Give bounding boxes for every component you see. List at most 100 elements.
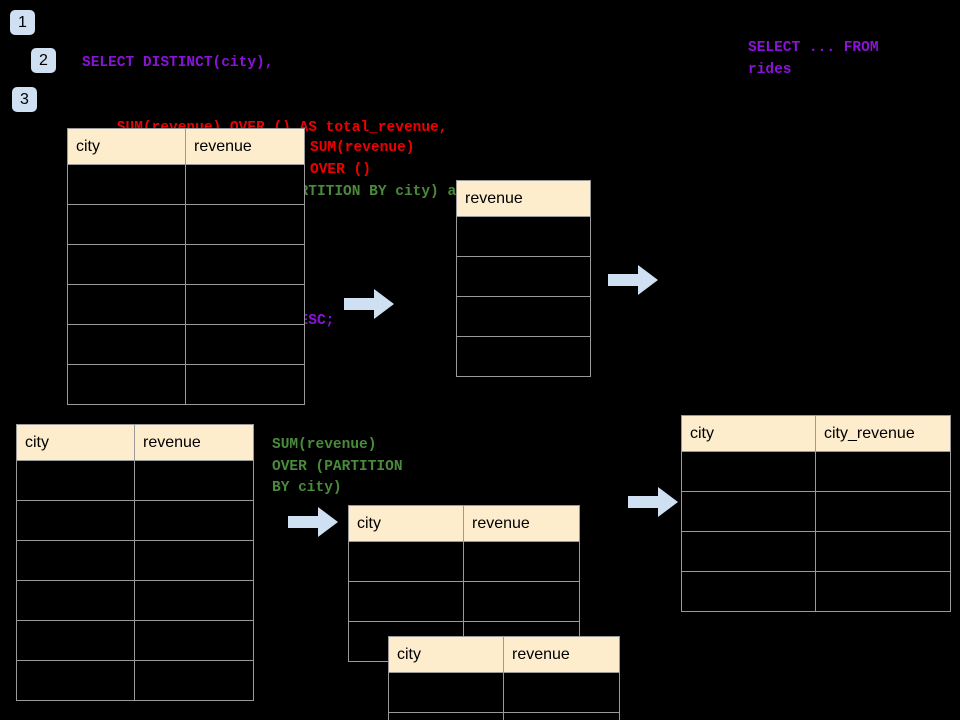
cell-revenue (456, 296, 591, 337)
cell-revenue (134, 500, 254, 541)
table-row (456, 296, 591, 337)
cell-revenue (463, 541, 580, 582)
table-row (388, 712, 620, 720)
table-row (16, 660, 254, 701)
cell-revenue (185, 204, 305, 245)
cell-city (681, 451, 816, 492)
cell-revenue (185, 364, 305, 405)
cell-revenue (456, 216, 591, 257)
cell-city (681, 531, 816, 572)
table-row (388, 672, 620, 713)
column-header-city: city (681, 415, 816, 452)
annotation-source-query: SELECT ... FROM rides (748, 40, 879, 78)
cell-city (681, 571, 816, 612)
cell-city (388, 712, 504, 720)
cell-city (67, 324, 186, 365)
table-header-row: city revenue (67, 128, 305, 165)
table-header-row: city revenue (348, 505, 580, 542)
cell-revenue (456, 336, 591, 377)
column-header-city: city (388, 636, 504, 673)
column-header-city: city (348, 505, 464, 542)
step-badge-2: 2 (31, 48, 56, 73)
table-row (67, 284, 305, 325)
table-row (456, 256, 591, 297)
cell-revenue (185, 284, 305, 325)
partition-group-front-table: city revenue (388, 636, 620, 720)
cell-revenue (134, 540, 254, 581)
cell-city-revenue (815, 451, 951, 492)
cell-city (67, 284, 186, 325)
table-row (16, 500, 254, 541)
arrow-source-to-partition (288, 507, 338, 537)
column-header-city-revenue: city_revenue (815, 415, 951, 452)
column-header-revenue: revenue (456, 180, 591, 217)
table-row (16, 580, 254, 621)
cell-revenue (185, 164, 305, 205)
table-row (681, 571, 951, 612)
total-revenue-table: revenue (456, 180, 591, 377)
table-row (67, 364, 305, 405)
column-header-revenue: revenue (134, 424, 254, 461)
cell-city (67, 244, 186, 285)
table-header-row: revenue (456, 180, 591, 217)
table-row (16, 620, 254, 661)
cell-city (16, 500, 135, 541)
table-row (67, 204, 305, 245)
sql-line-select: SELECT DISTINCT(city), (82, 55, 274, 71)
table-row (456, 336, 591, 377)
cell-city (681, 491, 816, 532)
city-revenue-result-table: city city_revenue (681, 415, 951, 612)
column-header-revenue: revenue (185, 128, 305, 165)
cell-city (348, 581, 464, 622)
table-row (681, 491, 951, 532)
cell-city (16, 580, 135, 621)
cell-city (16, 540, 135, 581)
step-badge-1: 1 (10, 10, 35, 35)
arrow-source-to-total (344, 289, 394, 319)
arrow-total-to-result (608, 265, 658, 295)
table-row (16, 540, 254, 581)
rides-source-table: city revenue (67, 128, 305, 405)
step-badge-3: 3 (12, 87, 37, 112)
table-row (348, 581, 580, 622)
cell-revenue (503, 672, 620, 713)
table-row (67, 324, 305, 365)
cell-revenue (134, 620, 254, 661)
column-header-revenue: revenue (503, 636, 620, 673)
partition-group-back-table: city revenue (348, 505, 580, 662)
annotation-over-empty: SUM(revenue) OVER () (310, 140, 415, 178)
table-row (681, 531, 951, 572)
table-header-row: city city_revenue (681, 415, 951, 452)
cell-city (348, 541, 464, 582)
table-row (348, 541, 580, 582)
cell-revenue (185, 324, 305, 365)
table-row (681, 451, 951, 492)
partition-source-table: city revenue (16, 424, 254, 701)
cell-city (16, 460, 135, 501)
cell-city (388, 672, 504, 713)
cell-city-revenue (815, 491, 951, 532)
cell-city (16, 660, 135, 701)
column-header-city: city (16, 424, 135, 461)
table-row (16, 460, 254, 501)
cell-city-revenue (815, 571, 951, 612)
annotation-over-partition: SUM(revenue) OVER (PARTITION BY city) (272, 437, 403, 496)
table-header-row: city revenue (388, 636, 620, 673)
cell-revenue (463, 581, 580, 622)
table-row (456, 216, 591, 257)
column-header-revenue: revenue (463, 505, 580, 542)
table-header-row: city revenue (16, 424, 254, 461)
cell-city (67, 204, 186, 245)
cell-city (67, 364, 186, 405)
arrow-partition-to-result (628, 487, 678, 517)
cell-city (67, 164, 186, 205)
table-row (67, 244, 305, 285)
cell-city (16, 620, 135, 661)
table-row (67, 164, 305, 205)
column-header-city: city (67, 128, 186, 165)
cell-city-revenue (815, 531, 951, 572)
cell-revenue (503, 712, 620, 720)
cell-revenue (456, 256, 591, 297)
cell-revenue (134, 460, 254, 501)
